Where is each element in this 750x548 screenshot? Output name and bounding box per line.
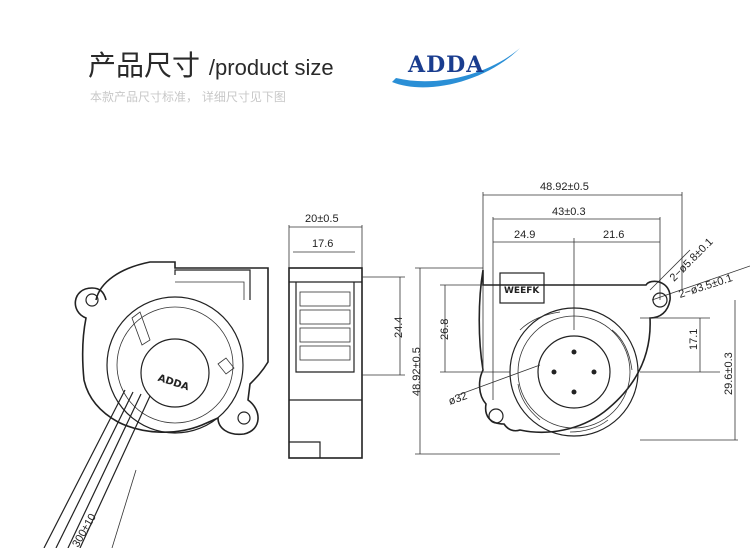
fan-back-view: 48.92±0.5 43±0.3 24.9 21.6 2−ø5.8±0.1 2−…: [411, 181, 750, 455]
dim-right-small: 17.1: [688, 329, 700, 350]
dim-height-inner: 26.8: [439, 319, 451, 340]
hub-brand-label: ADDA: [156, 373, 190, 393]
dim-hub-diameter: ø32: [447, 390, 469, 408]
dim-cable-length: 300±10: [70, 512, 99, 548]
dim-width-overall: 20±0.5: [305, 213, 339, 225]
dim-top-total: 48.92±0.5: [540, 181, 589, 193]
page-title: 产品尺寸 /product size: [88, 44, 334, 84]
fan-side-view: 20±0.5 17.6 24.4: [288, 213, 405, 459]
adda-logo: ADDA: [392, 48, 520, 88]
logo-swoosh: [392, 48, 520, 88]
logo-text: ADDA: [407, 52, 484, 78]
label-plate-text: WEEFK: [504, 286, 540, 296]
dim-hole-small: 2−ø3.5±0.1: [677, 272, 734, 301]
page-subtitle: 本款产品尺寸标准， 详细尺寸见下图: [90, 90, 286, 104]
title-english: /product size: [208, 55, 334, 80]
fan-front-view: ADDA 300±10: [43, 261, 269, 548]
dim-hole-span: 43±0.3: [552, 206, 586, 218]
dim-seg-right: 21.6: [603, 229, 624, 241]
dim-right-height: 29.6±0.3: [723, 352, 735, 395]
dim-width-inner: 17.6: [312, 238, 333, 250]
dim-hole-large: 2−ø5.8±0.1: [668, 236, 716, 284]
dim-outlet-height: 24.4: [393, 317, 405, 338]
dim-height-total: 48.92±0.5: [411, 347, 423, 396]
title-chinese: 产品尺寸: [88, 49, 201, 82]
dim-seg-left: 24.9: [514, 229, 535, 241]
